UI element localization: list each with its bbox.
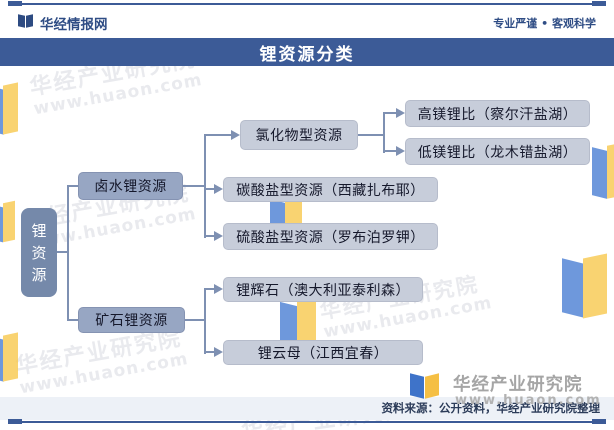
huaon-ribbon-icon <box>0 200 16 246</box>
top-divider <box>8 3 606 5</box>
header: 华经情报网 专业严谨 • 客观科学 <box>0 6 614 36</box>
connector-root <box>57 251 69 253</box>
connector-to-lepidolite <box>204 351 215 353</box>
arrow-high-mg <box>396 108 405 118</box>
arrow-spodumene <box>214 284 223 294</box>
connector-brine-vertical <box>204 134 206 238</box>
data-source-note: 资料来源：公开资料，华经产业研究院整理 <box>381 401 601 415</box>
connector-to-chloride <box>204 134 232 136</box>
connector-to-sulfate <box>204 235 215 237</box>
node-carbonate-type: 碳酸盐型资源（西藏扎布耶） <box>223 177 438 202</box>
connector-ore-out <box>185 319 205 321</box>
node-ore-lithium: 矿石锂资源 <box>78 307 185 333</box>
bottom-divider <box>8 421 606 423</box>
arrow-chloride <box>231 130 240 140</box>
arrow-low-mg <box>396 146 405 156</box>
bottom-divider-right-cap <box>592 419 606 424</box>
connector-to-ore <box>67 319 78 321</box>
node-lepidolite: 锂云母（江西宜春） <box>223 340 423 365</box>
node-lithium-resources: 锂资源 <box>21 208 57 297</box>
connector-to-brine <box>67 185 78 187</box>
connector-to-carbonate <box>204 188 215 190</box>
brand-name: 华经情报网 <box>40 17 108 33</box>
brand-book-icon <box>18 13 35 29</box>
page-title: 锂资源分类 <box>259 44 355 65</box>
connector-ore-vertical <box>204 288 206 354</box>
title-bar: 锂资源分类 <box>0 38 614 66</box>
huaon-ribbon-icon <box>0 82 20 140</box>
watermark: 华经产业研究院 www.huaon.com <box>14 325 190 399</box>
footer-bar: 资料来源：公开资料，华经产业研究院整理 <box>0 397 614 420</box>
huaon-book-icon <box>410 372 442 402</box>
connector-chloride-vertical <box>383 112 385 153</box>
huaon-ribbon-icon <box>592 142 614 204</box>
huaon-ribbon-icon <box>0 332 20 386</box>
node-brine-lithium: 卤水锂资源 <box>78 172 183 200</box>
node-spodumene: 锂辉石（澳大利亚泰利森） <box>223 277 423 302</box>
connector-level2-vertical <box>67 185 69 321</box>
brand-slogan: 专业严谨 • 客观科学 <box>493 17 596 30</box>
arrow-carbonate <box>214 184 223 194</box>
huaon-logo-name: 华经产业研究院 <box>453 375 583 395</box>
arrow-lepidolite <box>214 347 223 357</box>
huaon-logo-url: www.huaon.com <box>455 393 602 408</box>
node-low-mg-li-ratio: 低镁锂比（龙木错盐湖） <box>405 138 590 165</box>
bottom-divider-left-cap <box>8 419 22 424</box>
node-sulfate-type: 硫酸盐型资源（罗布泊罗钾） <box>223 223 438 250</box>
huaon-ribbon-icon <box>562 253 610 324</box>
arrow-sulfate <box>214 231 223 241</box>
node-high-mg-li-ratio: 高镁锂比（察尔汗盐湖） <box>405 100 590 127</box>
connector-chloride-out <box>358 134 385 136</box>
connector-brine-out <box>183 185 205 187</box>
connector-to-low-mg <box>383 150 397 152</box>
connector-to-high-mg <box>383 112 397 114</box>
top-divider-left-cap <box>8 1 22 6</box>
connector-to-spodumene <box>204 288 215 290</box>
huaon-logo: 华经产业研究院 www.huaon.com <box>410 370 610 412</box>
node-chloride-type: 氯化物型资源 <box>240 120 358 150</box>
top-divider-right-cap <box>592 1 606 6</box>
